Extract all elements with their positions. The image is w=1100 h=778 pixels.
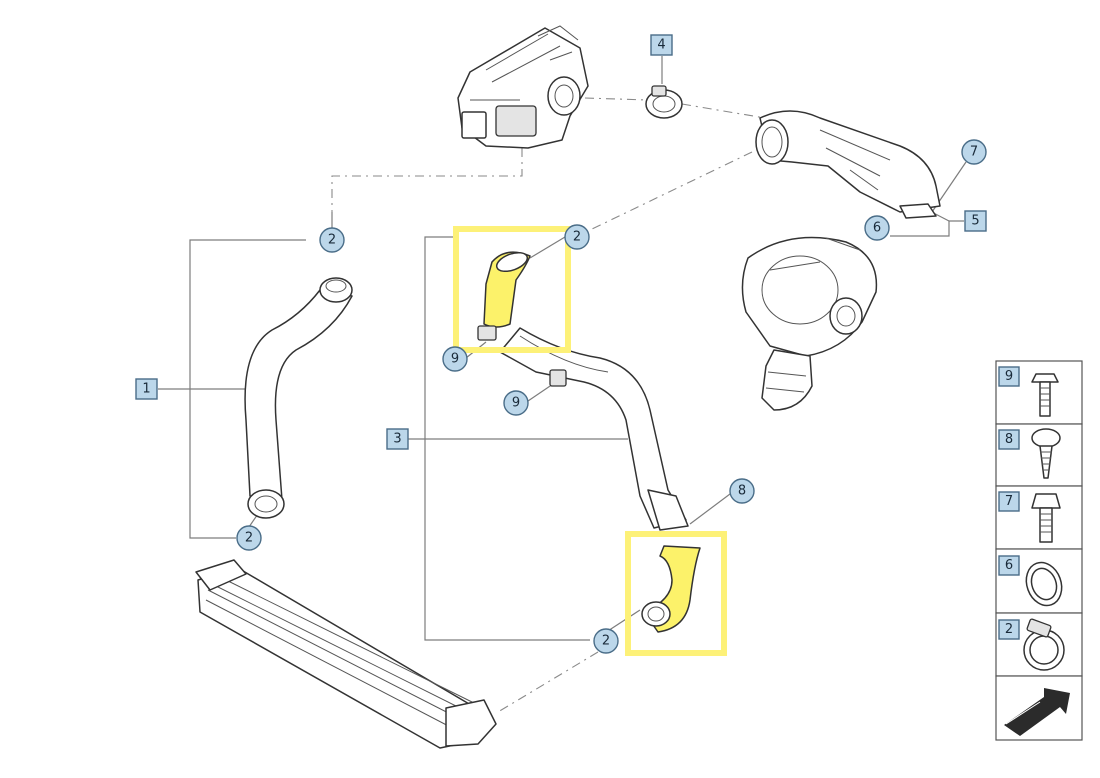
callout-7[interactable]: 7 (961, 139, 987, 165)
hose-clamp-icon (1023, 618, 1065, 671)
svg-text:8: 8 (1005, 432, 1013, 447)
svg-text:3: 3 (393, 432, 401, 447)
clamp-4 (645, 85, 683, 119)
legend-row-6[interactable]: 6 (995, 548, 1083, 614)
hose-highlight-lower (625, 531, 727, 656)
intake-pipe (755, 110, 941, 219)
seal-ring-icon (1025, 561, 1063, 607)
hex-bolt-icon (1031, 493, 1061, 543)
callout-1[interactable]: 1 (135, 378, 158, 400)
svg-text:9: 9 (512, 396, 520, 411)
svg-text:8: 8 (738, 484, 746, 499)
hose-1 (244, 277, 353, 519)
callout-9-lower[interactable]: 9 (503, 390, 529, 416)
leader-lines (158, 56, 967, 713)
callout-2-lower-center[interactable]: 2 (593, 628, 619, 654)
svg-text:6: 6 (873, 221, 881, 236)
throttle-body (457, 25, 589, 149)
callout-5[interactable]: 5 (964, 210, 987, 232)
callouts: 1 3 4 5 2 2 2 2 (135, 34, 987, 654)
hose-highlight-upper (453, 226, 571, 353)
callout-2-upper-left[interactable]: 2 (319, 227, 345, 253)
legend-row-7[interactable]: 7 (995, 485, 1083, 550)
arrow-icon (1004, 688, 1070, 736)
callout-2-upper-center[interactable]: 2 (564, 224, 590, 250)
svg-text:7: 7 (1005, 494, 1013, 509)
callout-3[interactable]: 3 (386, 428, 409, 450)
svg-text:5: 5 (971, 214, 979, 229)
callout-2-lower-left[interactable]: 2 (236, 525, 262, 551)
legend-panel: 9 8 7 (995, 360, 1083, 741)
legend-row-nav[interactable] (995, 675, 1083, 741)
svg-text:9: 9 (451, 352, 459, 367)
callout-6[interactable]: 6 (864, 215, 890, 241)
svg-text:6: 6 (1005, 558, 1013, 573)
callout-9-upper[interactable]: 9 (442, 346, 468, 372)
svg-text:2: 2 (602, 634, 610, 649)
legend-row-9[interactable]: 9 (995, 360, 1083, 425)
turbocharger (741, 236, 878, 411)
svg-text:2: 2 (328, 233, 336, 248)
hose-3 (499, 327, 689, 531)
clamp-9-lower (549, 369, 567, 387)
svg-text:4: 4 (657, 38, 665, 53)
svg-text:1: 1 (142, 382, 150, 397)
intercooler (195, 559, 497, 749)
svg-text:2: 2 (573, 230, 581, 245)
svg-text:7: 7 (970, 145, 978, 160)
legend-row-2[interactable]: 2 (995, 612, 1083, 677)
legend-row-8[interactable]: 8 (995, 423, 1083, 487)
bolt-flange-icon (1031, 373, 1059, 417)
callout-8[interactable]: 8 (729, 478, 755, 504)
callout-4[interactable]: 4 (650, 34, 673, 56)
svg-text:9: 9 (1005, 369, 1013, 384)
svg-text:2: 2 (1005, 622, 1013, 637)
screw-icon (1031, 428, 1061, 479)
svg-text:2: 2 (245, 531, 253, 546)
